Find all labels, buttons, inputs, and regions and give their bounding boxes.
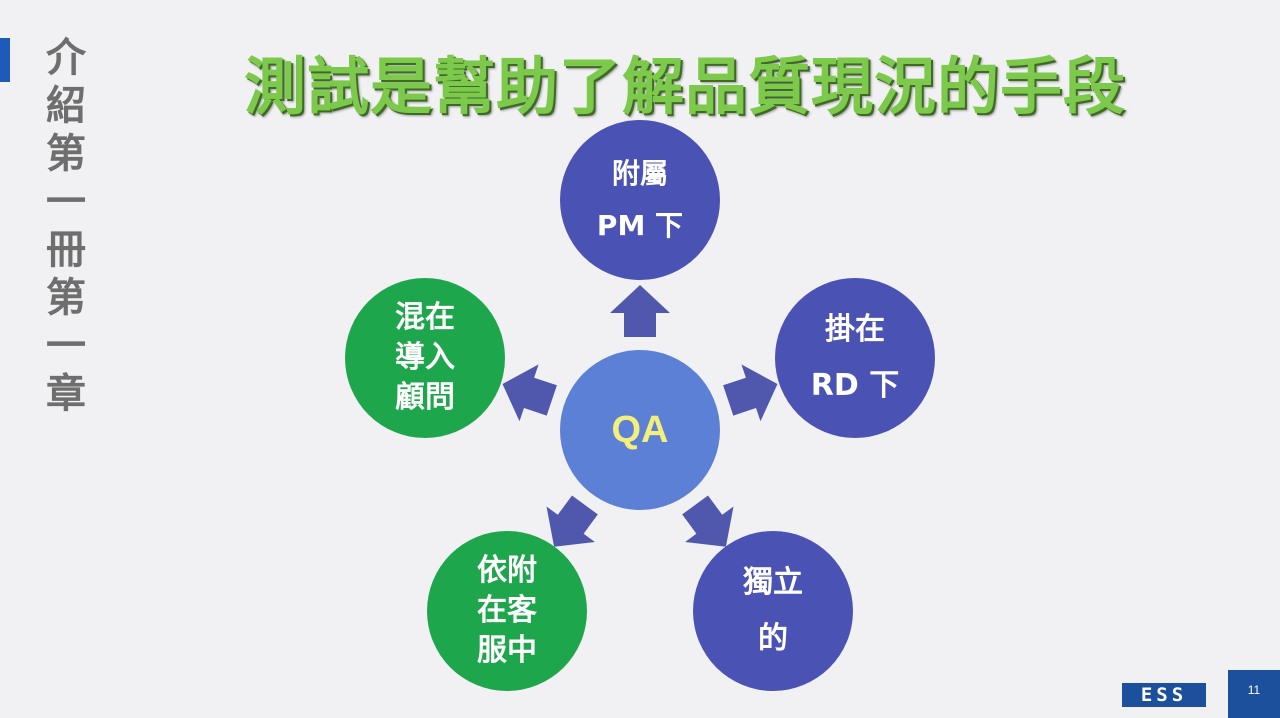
node-label-pm: 附屬 PM 下	[570, 130, 710, 270]
node-line: 混在	[395, 300, 455, 335]
node-circle-rd	[775, 278, 935, 438]
arrow-to-cs	[546, 495, 598, 547]
arrow-to-pm	[610, 285, 670, 337]
arrow-to-consultant	[502, 364, 557, 422]
node-circle-pm	[560, 120, 720, 280]
node-line: RD 下	[810, 368, 900, 403]
node-circle-independent	[693, 531, 853, 691]
node-label-independent: 獨立的	[703, 541, 843, 681]
qa-center-circle	[560, 350, 720, 510]
slide-title: 測試是幫助了解品質現況的手段	[243, 50, 1126, 123]
node-line: 獨立	[743, 565, 803, 600]
accent-bar	[0, 38, 10, 82]
arrow-to-rd	[723, 364, 778, 422]
node-circle-cs	[427, 531, 587, 691]
node-line: 依附	[477, 553, 537, 588]
node-line: PM 下	[596, 209, 684, 242]
node-label-cs: 依附在客服中	[437, 541, 577, 681]
page-number: 11	[1228, 670, 1280, 718]
arrow-to-independent	[682, 495, 734, 547]
node-circle-consultant	[345, 278, 505, 438]
section-label: 介紹第一冊第一章	[46, 35, 86, 417]
node-label-rd: 掛在 RD 下	[785, 288, 925, 428]
node-line: 服中	[477, 633, 537, 668]
node-line: 附屬	[611, 157, 668, 190]
node-line: 顧問	[395, 380, 455, 415]
node-label-consultant: 混在導入顧問	[355, 288, 495, 428]
qa-center-label: QA	[611, 408, 669, 451]
company-logo: ESS	[1122, 683, 1206, 707]
node-line: 導入	[395, 340, 455, 375]
node-line: 的	[758, 621, 788, 656]
node-line: 在客	[477, 593, 537, 628]
node-line: 掛在	[825, 312, 885, 347]
